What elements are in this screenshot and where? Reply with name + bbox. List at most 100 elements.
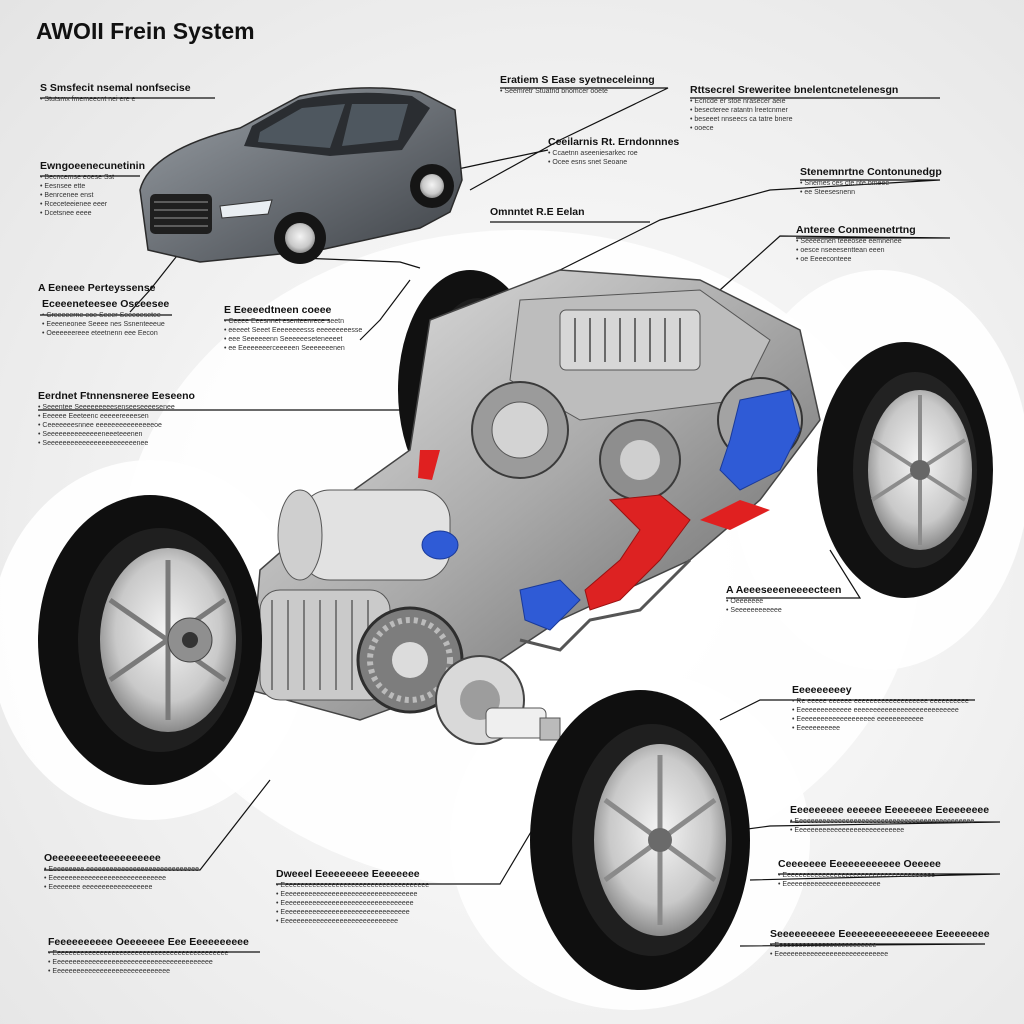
callout-c4: Ceeilarnis Rt. ErndonnnesCcaetnn aseenie… — [548, 136, 768, 167]
callout-text-line: Seeeecnen teeeosee eemnenee — [796, 237, 1016, 246]
callout-c1: S Smsfecit nsemal nonfseciseStutsmx fmem… — [40, 82, 260, 104]
callout-text-line: Eeeeeeee eeeeeeeeeeeeeeeeee — [44, 883, 264, 892]
callout-c16: OeeeeeeeeteeeeeeeeeeEeeeeeeee eeeeeeeeee… — [44, 852, 264, 892]
gearbox-assembly — [249, 269, 821, 745]
callout-label: Ceeeeeee Eeeeeeeeeeee Oeeeee — [778, 858, 941, 870]
callout-text-line: eeeeet Seeet Eeeeeeeesss eeeeeeeeesse — [224, 326, 444, 335]
callout-label: A Aeeeseeeneeeecteen — [726, 584, 842, 596]
callout-c11: E Eeeeedtneen coeeeCeeee Eeesnnet esente… — [224, 304, 444, 353]
callout-text-line: Seeeeeeeeeeee — [726, 606, 946, 615]
callout-text-line: oesce nseeesenttean eeen — [796, 246, 1016, 255]
callout-text-line: Seemretr Stuatnd bnomcer ooete — [500, 87, 720, 96]
callout-text-line: Eesnsee ette — [40, 182, 260, 191]
callout-text-line: Eeeeee Eeeteenc eeeeereeeesen — [38, 412, 258, 421]
callout-label: Eceeeneteesee Osceesee — [42, 298, 170, 310]
callout-label: Anteree Conmeenetrtng — [796, 224, 916, 236]
callout-text-line: Eeeeeeeeeeeeeeeeeeeeeeeeee — [770, 941, 990, 950]
callout-text-line: Seeeeeeeeeeeeeeeeeeeeeeenee — [38, 439, 258, 448]
callout-c5: EwngoeenecunetininBecncemse eoese SstEes… — [40, 160, 260, 218]
callout-text-line: Snemes ces cte nte bmeee — [800, 179, 1020, 188]
callout-text-line: Eeeeeeeeeeeeeeeeeeeeeeeeeeee — [790, 826, 1010, 835]
callout-text-line: Ocee esns snet Seoane — [548, 158, 768, 167]
callout-label: Eeeeeeeee eeeeee Eeeeeeee Eeeeeeeee — [790, 804, 990, 816]
wheel-bottom — [530, 690, 750, 990]
wheel-left — [38, 495, 262, 785]
callout-text-line: Eeeeeeeeeeeeeeeeeeee eeeeeeeeeeee — [792, 715, 1012, 724]
callout-c13: A AeeeseeeneeeecteenOeeeeeeeSeeeeeeeeeee… — [726, 584, 946, 615]
callout-c7: Omnntet R.E Eelan — [490, 206, 710, 219]
callout-text-line: Eeeeeeeeeeeeeeeeeeeeeeeeeeeeee — [44, 874, 264, 883]
callout-c12: Eerdnet Ftnnensneree EeseenoSeeentee See… — [38, 390, 258, 448]
callout-text-line: Eeeeeeeeeeeeeeeeeeeeeeeeeeeeeeeeeeeeeeee… — [790, 817, 1010, 826]
callout-c8: Anteree ConmeenetrtngSeeeecnen teeeosee … — [796, 224, 1016, 264]
callout-text-line: Eeeeeeeeeeeeee eeeeeeeeeeeeeeeeeeeeeeeee… — [792, 706, 1012, 715]
callout-c3: Rttsecrel Sreweritee bnelentcnetelenesgn… — [690, 84, 910, 133]
callout-text-line: Eeeeeeeeeeeeeeeeeeeeeeeeeeeeeeeee — [276, 908, 496, 917]
callout-text-line: Eeeeeeeeeeeeeeeeeeeeeeeeeeeeeeeeee — [276, 899, 496, 908]
callout-text-line: Eeeeeeeeeeeeeeeeeeeeeeeeeeeee — [770, 950, 990, 959]
callout-label: Omnntet R.E Eelan — [490, 206, 585, 218]
callout-label: Eerdnet Ftnnensneree Eeseeno — [38, 390, 195, 402]
callout-text-line: Benrcenee enst — [40, 191, 260, 200]
callout-label: Dweeel Eeeeeeeee Eeeeeeee — [276, 868, 420, 880]
callout-label: Seeeeeeeeee Eeeeeeeeeeeeeeee Eeeeeeeeeee — [770, 928, 990, 940]
callout-text-line: Rceceteeienee eeer — [40, 200, 260, 209]
callout-text-line: Creeeeerne eoe Seeer Seeeoesetee — [42, 311, 262, 320]
callout-c6: Stenemnrtne ContonunedgpSnemes ces cte n… — [800, 166, 1020, 197]
callout-text-line: eee Seeeeeenn Seeeeeeseteneeeet — [224, 335, 444, 344]
callout-text-line: ooece — [690, 124, 910, 133]
callout-text-line: Eeeeeeeeeee — [792, 724, 1012, 733]
callout-c19: Feeeeeeeeee Oeeeeeee Eee EeeeeeeeeeEeeee… — [48, 936, 268, 976]
callout-text-line: Eeeeneonee Seeee nes Ssnenteeeue — [42, 320, 262, 329]
callout-text-line: Ceeee Eeesnnet esenteenrece seetn — [224, 317, 444, 326]
callout-c17: Dweeel Eeeeeeeee EeeeeeeeEeeeeeeeeeeeeee… — [276, 868, 496, 926]
callout-c20: Seeeeeeeeee Eeeeeeeeeeeeeeee Eeeeeeeeeee… — [770, 928, 990, 959]
callout-text-line: Eeeeeeeeeeeeeeeeeeeeeeeeeeeeeeeeeeeeeeee… — [48, 958, 268, 967]
callout-label: S Smsfecit nsemal nonfsecise — [40, 82, 191, 94]
callout-text-line: Eeeeeeeeeeeeeeeeeeeeeeeeeeeeeeeeeee — [276, 890, 496, 899]
callout-label: Ceeilarnis Rt. Erndonnnes — [548, 136, 680, 148]
callout-text-line: Oeeeeeee — [726, 597, 946, 606]
callout-text-line: oe Eeeeconteee — [796, 255, 1016, 264]
callout-text-line: Ccaetnn aseeniesarkec roe — [548, 149, 768, 158]
callout-text-line: ee Eeeeeeeerceeeeen Seeeeeeenen — [224, 344, 444, 353]
callout-label: Feeeeeeeeee Oeeeeeee Eee Eeeeeeeeee — [48, 936, 249, 948]
callout-text-line: Seeentee Seeeeeeeeesenseeseeeesenee — [38, 403, 258, 412]
callout-text-line: Oeeeeeereee eteetnenn eee Eecon — [42, 329, 262, 338]
callout-c14: EeeeeeeeeyRe eeeee eeeeee eeeeeeeeeeeeee… — [792, 684, 1012, 733]
callout-text-line: Eeeeeeeeeeeeeeeeeeeeeeeeeeeeeeeeeeeeeee — [778, 871, 998, 880]
callout-text-line: Seeeeeeeeeeeeeeneeeteeenen — [38, 430, 258, 439]
callout-text-line: Ecncde er stoe nrasecer aeie — [690, 97, 910, 106]
callout-text-line: Eeeeeeeeeeeeeeeeeeeeeeeeeeeeee — [48, 967, 268, 976]
callout-label: Eeeeeeeeey — [792, 684, 852, 696]
callout-c10: Eceeeneteesee OsceeseeCreeeeerne eoe See… — [42, 298, 262, 338]
callout-label: Stenemnrtne Contonunedgp — [800, 166, 942, 178]
callout-c2: Eratiem S Ease syetneceleinngSeemretr St… — [500, 74, 720, 96]
callout-text-line: Dcetsnee eeee — [40, 209, 260, 218]
callout-text-line: Ceeeeeeesnnee eeeeeeeeeeeeeeeoe — [38, 421, 258, 430]
page-title: AWOII Frein System — [36, 18, 255, 44]
brake-calipers — [418, 389, 801, 631]
callout-c18: Ceeeeeee Eeeeeeeeeeee OeeeeeEeeeeeeeeeee… — [778, 858, 998, 889]
callout-label: Eratiem S Ease syetneceleinng — [500, 74, 655, 86]
callout-label: E Eeeeedtneen coeee — [224, 304, 332, 316]
callout-c9: A Eeneee Perteyssense — [38, 282, 258, 295]
callout-text-line: Becncemse eoese Sst — [40, 173, 260, 182]
callout-label: Rttsecrel Sreweritee bnelentcnetelenesgn — [690, 84, 899, 96]
callout-text-line: Stutsmx fmemeecnt nei ere e — [40, 95, 260, 104]
callout-text-line: Re eeeee eeeeee eeeeeeeeeeeeeeeeeee eeee… — [792, 697, 1012, 706]
callout-text-line: Eeeeeeeee eeeeeeeeeeeeeeeeeeeeeeeeeeeee — [44, 865, 264, 874]
callout-text-line: ee Steesesnenn — [800, 188, 1020, 197]
callout-text-line: beseeet nnseecs ca tatre bnere — [690, 115, 910, 124]
callout-text-line: besecteree ratantn lreetcnmer — [690, 106, 910, 115]
callout-label: A Eeneee Perteyssense — [38, 282, 156, 294]
wheel-right — [817, 342, 993, 598]
callout-text-line: Eeeeeeeeeeeeeeeeeeeeeeeee — [778, 880, 998, 889]
callout-label: Ewngoeenecunetinin — [40, 160, 146, 172]
callout-label: Oeeeeeeeeteeeeeeeeee — [44, 852, 161, 864]
callout-text-line: Eeeeeeeeeeeeeeeeeeeeeeeeeeeeeeeeeeeeee — [276, 881, 496, 890]
callout-text-line: Eeeeeeeeeeeeeeeeeeeeeeeeeeeeeeeeeeeeeeee… — [48, 949, 268, 958]
callout-c15: Eeeeeeeee eeeeee Eeeeeeee EeeeeeeeeEeeee… — [790, 804, 1010, 835]
callout-text-line: Eeeeeeeeeeeeeeeeeeeeeeeeeeeeee — [276, 917, 496, 926]
